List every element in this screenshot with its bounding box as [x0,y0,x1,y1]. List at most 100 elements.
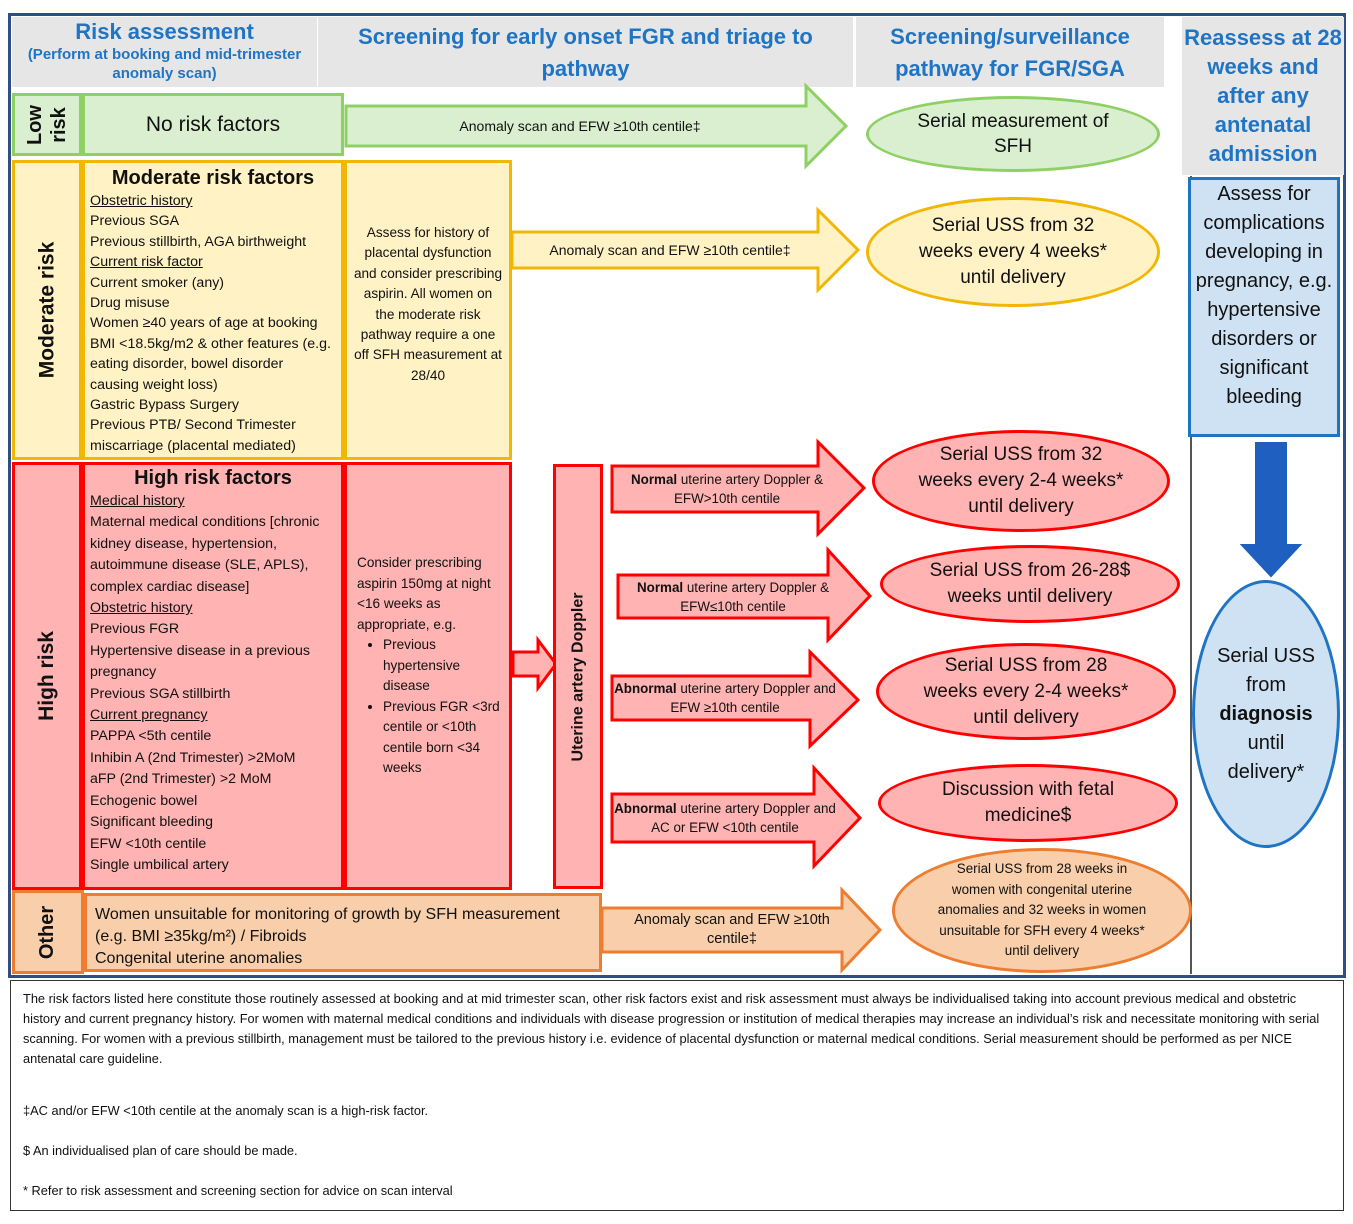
list-item: Current smoker (any) [90,274,225,291]
footnote-double-dagger: ‡AC and/or EFW <10th centile at the anom… [23,1103,429,1118]
high-aspirin-note: Consider prescribing aspirin 150mg at ni… [344,462,512,890]
moderate-risk-factors-box: Moderate risk factors Obstetric history … [82,160,344,460]
arrow-branch-2 [616,546,873,644]
outcome-moderate: Serial USS from 32 weeks every 4 weeks* … [866,197,1160,307]
high-risk-factors-box: High risk factors Medical history Matern… [82,462,344,890]
branch-1-label-bold: Normal [630,472,678,487]
arrow-moderate-label: Anomaly scan and EFW ≥10th centile‡ [549,241,791,258]
high-risk-label-text: High risk [35,631,59,721]
list-item: Gastric Bypass Surgery [90,397,240,414]
other-risk-label-text: Other [36,905,59,959]
outcome-high-4: Discussion with fetal medicine$ [878,764,1178,842]
branch-4-label-text: uterine artery Doppler and AC or EFW <10… [651,801,836,835]
low-risk-label: Low risk [12,93,82,156]
outcome-moderate-text: Serial USS from 32 weeks every 4 weeks* … [919,215,1107,288]
outcome-other-text: Serial USS from 28 weeks in women with c… [937,861,1147,959]
list-item: Echogenic bowel [90,792,198,809]
list-item: Previous stillbirth, AGA birthweight [90,233,307,250]
branch-4-label-bold: Abnormal [614,801,677,816]
header-screening-triage: Screening for early onset FGR and triage… [318,17,853,87]
outcome-other: Serial USS from 28 weeks in women with c… [892,848,1192,973]
arrow-low-label: Anomaly scan and EFW ≥10th centile‡ [459,117,701,134]
branch-4-label: Abnormal uterine artery Doppler and AC o… [614,799,836,837]
outcome-diagnosis-bold: diagnosis [1219,702,1313,725]
high-aspirin-intro: Consider prescribing aspirin 150mg at ni… [357,555,491,632]
moderate-risk-title: Moderate risk factors [111,167,315,189]
arrow-other [600,886,883,974]
high-medical-heading: Medical history [90,493,185,509]
list-item: Women ≥40 years of age at booking [90,315,318,332]
header-risk-assessment: Risk assessment (Perform at booking and … [12,17,317,87]
footnote-dollar: $ An individualised plan of care should … [23,1143,298,1158]
outcome-diagnosis-post: until delivery* [1227,731,1305,783]
list-item: BMI <18.5kg/m2 & other features (e.g. ea… [90,335,331,393]
moderate-risk-label: Moderate risk [12,160,82,460]
branch-2-label-text: uterine artery Doppler & EFW≤10th centil… [680,580,830,614]
high-obstetric-heading: Obstetric history [90,600,193,617]
flowchart-frame [8,13,1346,978]
outcome-diagnosis: Serial USS from diagnosis until delivery… [1192,580,1340,848]
footnote-main: The risk factors listed here constitute … [23,991,1320,1066]
list-item: Previous FGR [90,621,180,638]
branch-1-label-text: uterine artery Doppler & EFW>10th centil… [673,472,824,506]
high-risk-label: High risk [12,462,82,890]
footnote-asterisk: * Refer to risk assessment and screening… [23,1183,453,1198]
high-risk-title: High risk factors [134,467,292,489]
outcome-high-2: Serial USS from 26-28$ weeks until deliv… [880,545,1180,623]
header-risk-assessment-title: Risk assessment [75,19,254,44]
arrow-low [344,82,849,170]
list-item: Inhibin A (2nd Trimester) >2MoM [90,749,296,766]
arrow-reassess-down [1239,442,1303,578]
header-surveillance: Screening/surveillance pathway for FGR/S… [856,17,1164,87]
moderate-current-heading: Current risk factor [90,254,203,271]
moderate-risk-label-text: Moderate risk [35,241,58,379]
outcome-high-2-text: Serial USS from 26-28$ weeks until deliv… [929,560,1131,607]
list-item: Previous SGA [90,213,180,230]
uterine-artery-doppler-box: Uterine artery Doppler [553,464,603,889]
list-item: Women unsuitable for monitoring of growt… [95,906,560,945]
outcome-high-3-text: Serial USS from 28 weeks every 2-4 weeks… [923,654,1129,728]
arrow-branch-4 [610,764,863,870]
list-item: Hypertensive disease in a previous pregn… [90,642,311,681]
column-divider [1190,176,1192,974]
list-item: Maternal medical conditions [chronic kid… [90,514,320,595]
other-risk-label: Other [12,890,84,974]
branch-3-label: Abnormal uterine artery Doppler and EFW … [614,679,836,717]
list-item: EFW <10th centile [90,835,207,852]
list-item: Previous hypertensive disease [383,635,503,697]
arrow-other-label: Anomaly scan and EFW ≥10th centile‡ [634,912,830,947]
header-reassess: Reassess at 28 weeks and after any anten… [1182,17,1344,175]
outcome-high-4-text: Discussion with fetal medicine$ [941,779,1115,826]
no-risk-factors-box: No risk factors [82,93,344,156]
outcome-low-text: Serial measurement of SFH [917,111,1109,157]
list-item: Congenital uterine anomalies [95,950,303,967]
moderate-aspirin-note: Assess for history of placental dysfunct… [344,160,512,460]
outcome-diagnosis-pre: Serial USS from [1217,644,1315,696]
outcome-low: Serial measurement of SFH [866,96,1160,172]
list-item: PAPPA <5th centile [90,728,212,745]
assess-complications-box: Assess for complications developing in p… [1188,177,1340,437]
outcome-diagnosis-content: Serial USS from diagnosis until delivery… [1195,642,1337,787]
arrow-branch-1 [610,438,867,538]
list-item: Single umbilical artery [90,856,229,873]
arrow-moderate [510,206,861,294]
branch-2-label: Normal uterine artery Doppler & EFW≤10th… [622,578,844,616]
uterine-artery-doppler-text: Uterine artery Doppler [569,592,586,761]
arrow-branch-3 [610,648,861,750]
moderate-obstetric-heading: Obstetric history [90,193,193,209]
outcome-high-1-text: Serial USS from 32 weeks every 2-4 weeks… [918,444,1124,517]
branch-2-label-bold: Normal [636,580,684,595]
footnotes-box: The risk factors listed here constitute … [10,980,1344,1211]
list-item: Previous PTB/ Second Trimester miscarria… [90,417,296,454]
outcome-high-3: Serial USS from 28 weeks every 2-4 weeks… [876,643,1176,740]
branch-3-label-bold: Abnormal [614,681,677,696]
list-item: aFP (2nd Trimester) >2 MoM [90,771,272,788]
high-current-heading: Current pregnancy [90,707,208,724]
list-item: Previous FGR <3rd centile or <10th centi… [383,697,503,779]
list-item: Drug misuse [90,295,170,312]
list-item: Previous SGA stillbirth [90,685,231,702]
header-risk-assessment-subtitle: (Perform at booking and mid-trimester an… [27,46,302,82]
other-risk-box: Women unsuitable for monitoring of growt… [84,893,602,972]
branch-3-label-text: uterine artery Doppler and EFW ≥10th cen… [670,681,836,715]
